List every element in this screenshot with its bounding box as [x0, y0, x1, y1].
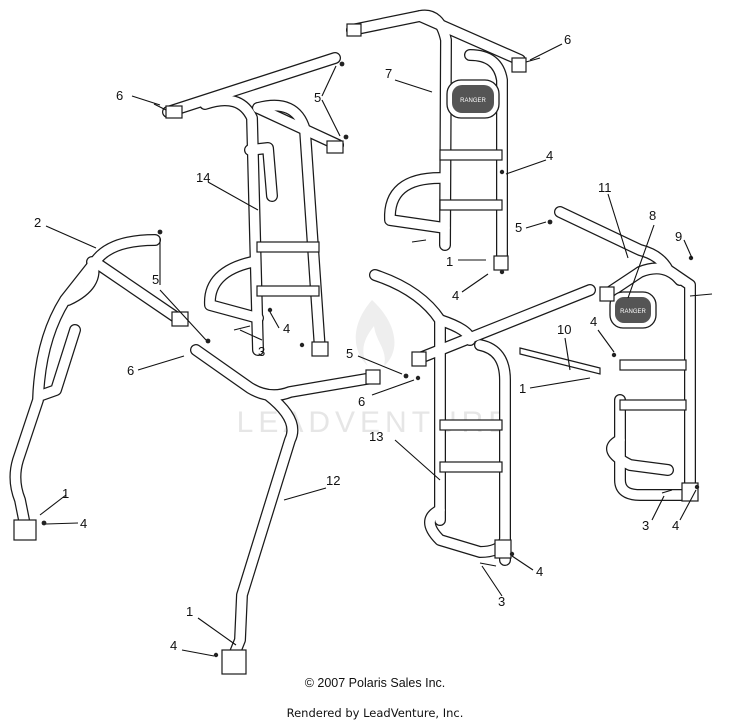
callout-1: 1: [519, 381, 526, 396]
callout-4: 4: [170, 638, 177, 653]
svg-text:RANGER: RANGER: [460, 98, 486, 104]
part-2-frame: [9, 234, 189, 541]
callout-1: 1: [446, 254, 453, 269]
svg-text:RANGER: RANGER: [620, 309, 646, 315]
callout-6: 6: [116, 88, 123, 103]
callout-2: 2: [34, 215, 41, 230]
callout-3: 3: [642, 518, 649, 533]
part-11-frame: RANGER: [554, 206, 699, 502]
callouts: 6 5 7 6 14 2 5 6 3 4 5 6 1 4 4 5 11 8 9 …: [34, 32, 682, 653]
callout-7: 7: [385, 66, 392, 81]
leader-lines: [39, 43, 697, 657]
callout-5: 5: [515, 220, 522, 235]
hardware: [41, 57, 713, 658]
callout-4: 4: [80, 516, 87, 531]
callout-4: 4: [672, 518, 679, 533]
rendered-by-text: Rendered by LeadVenture, Inc.: [286, 706, 464, 720]
callout-1: 1: [186, 604, 193, 619]
callout-11: 11: [598, 180, 612, 195]
callout-10: 10: [557, 322, 571, 337]
callout-6: 6: [127, 363, 134, 378]
callout-14: 14: [196, 170, 210, 185]
callout-4: 4: [452, 288, 459, 303]
callout-5: 5: [346, 346, 353, 361]
callout-9: 9: [675, 229, 682, 244]
part-10-bracket: [519, 347, 601, 375]
copyright-text: © 2007 Polaris Sales Inc.: [304, 676, 446, 690]
part-13-frame: [369, 269, 596, 566]
callout-3: 3: [498, 594, 505, 609]
callout-5: 5: [152, 272, 159, 287]
callout-1: 1: [62, 486, 69, 501]
part-12-frame: [190, 344, 381, 675]
callout-6: 6: [564, 32, 571, 47]
callout-4: 4: [536, 564, 543, 579]
part-14-frame: [162, 52, 344, 357]
callout-3: 3: [258, 344, 265, 359]
callout-4: 4: [546, 148, 553, 163]
callout-13: 13: [369, 429, 383, 444]
flame-logo-icon: [355, 300, 395, 366]
part-7-frame: RANGER: [346, 9, 527, 271]
callout-6: 6: [358, 394, 365, 409]
callout-4: 4: [283, 321, 290, 336]
callout-4: 4: [590, 314, 597, 329]
callout-8: 8: [649, 208, 656, 223]
callout-12: 12: [326, 473, 340, 488]
callout-5: 5: [314, 90, 321, 105]
